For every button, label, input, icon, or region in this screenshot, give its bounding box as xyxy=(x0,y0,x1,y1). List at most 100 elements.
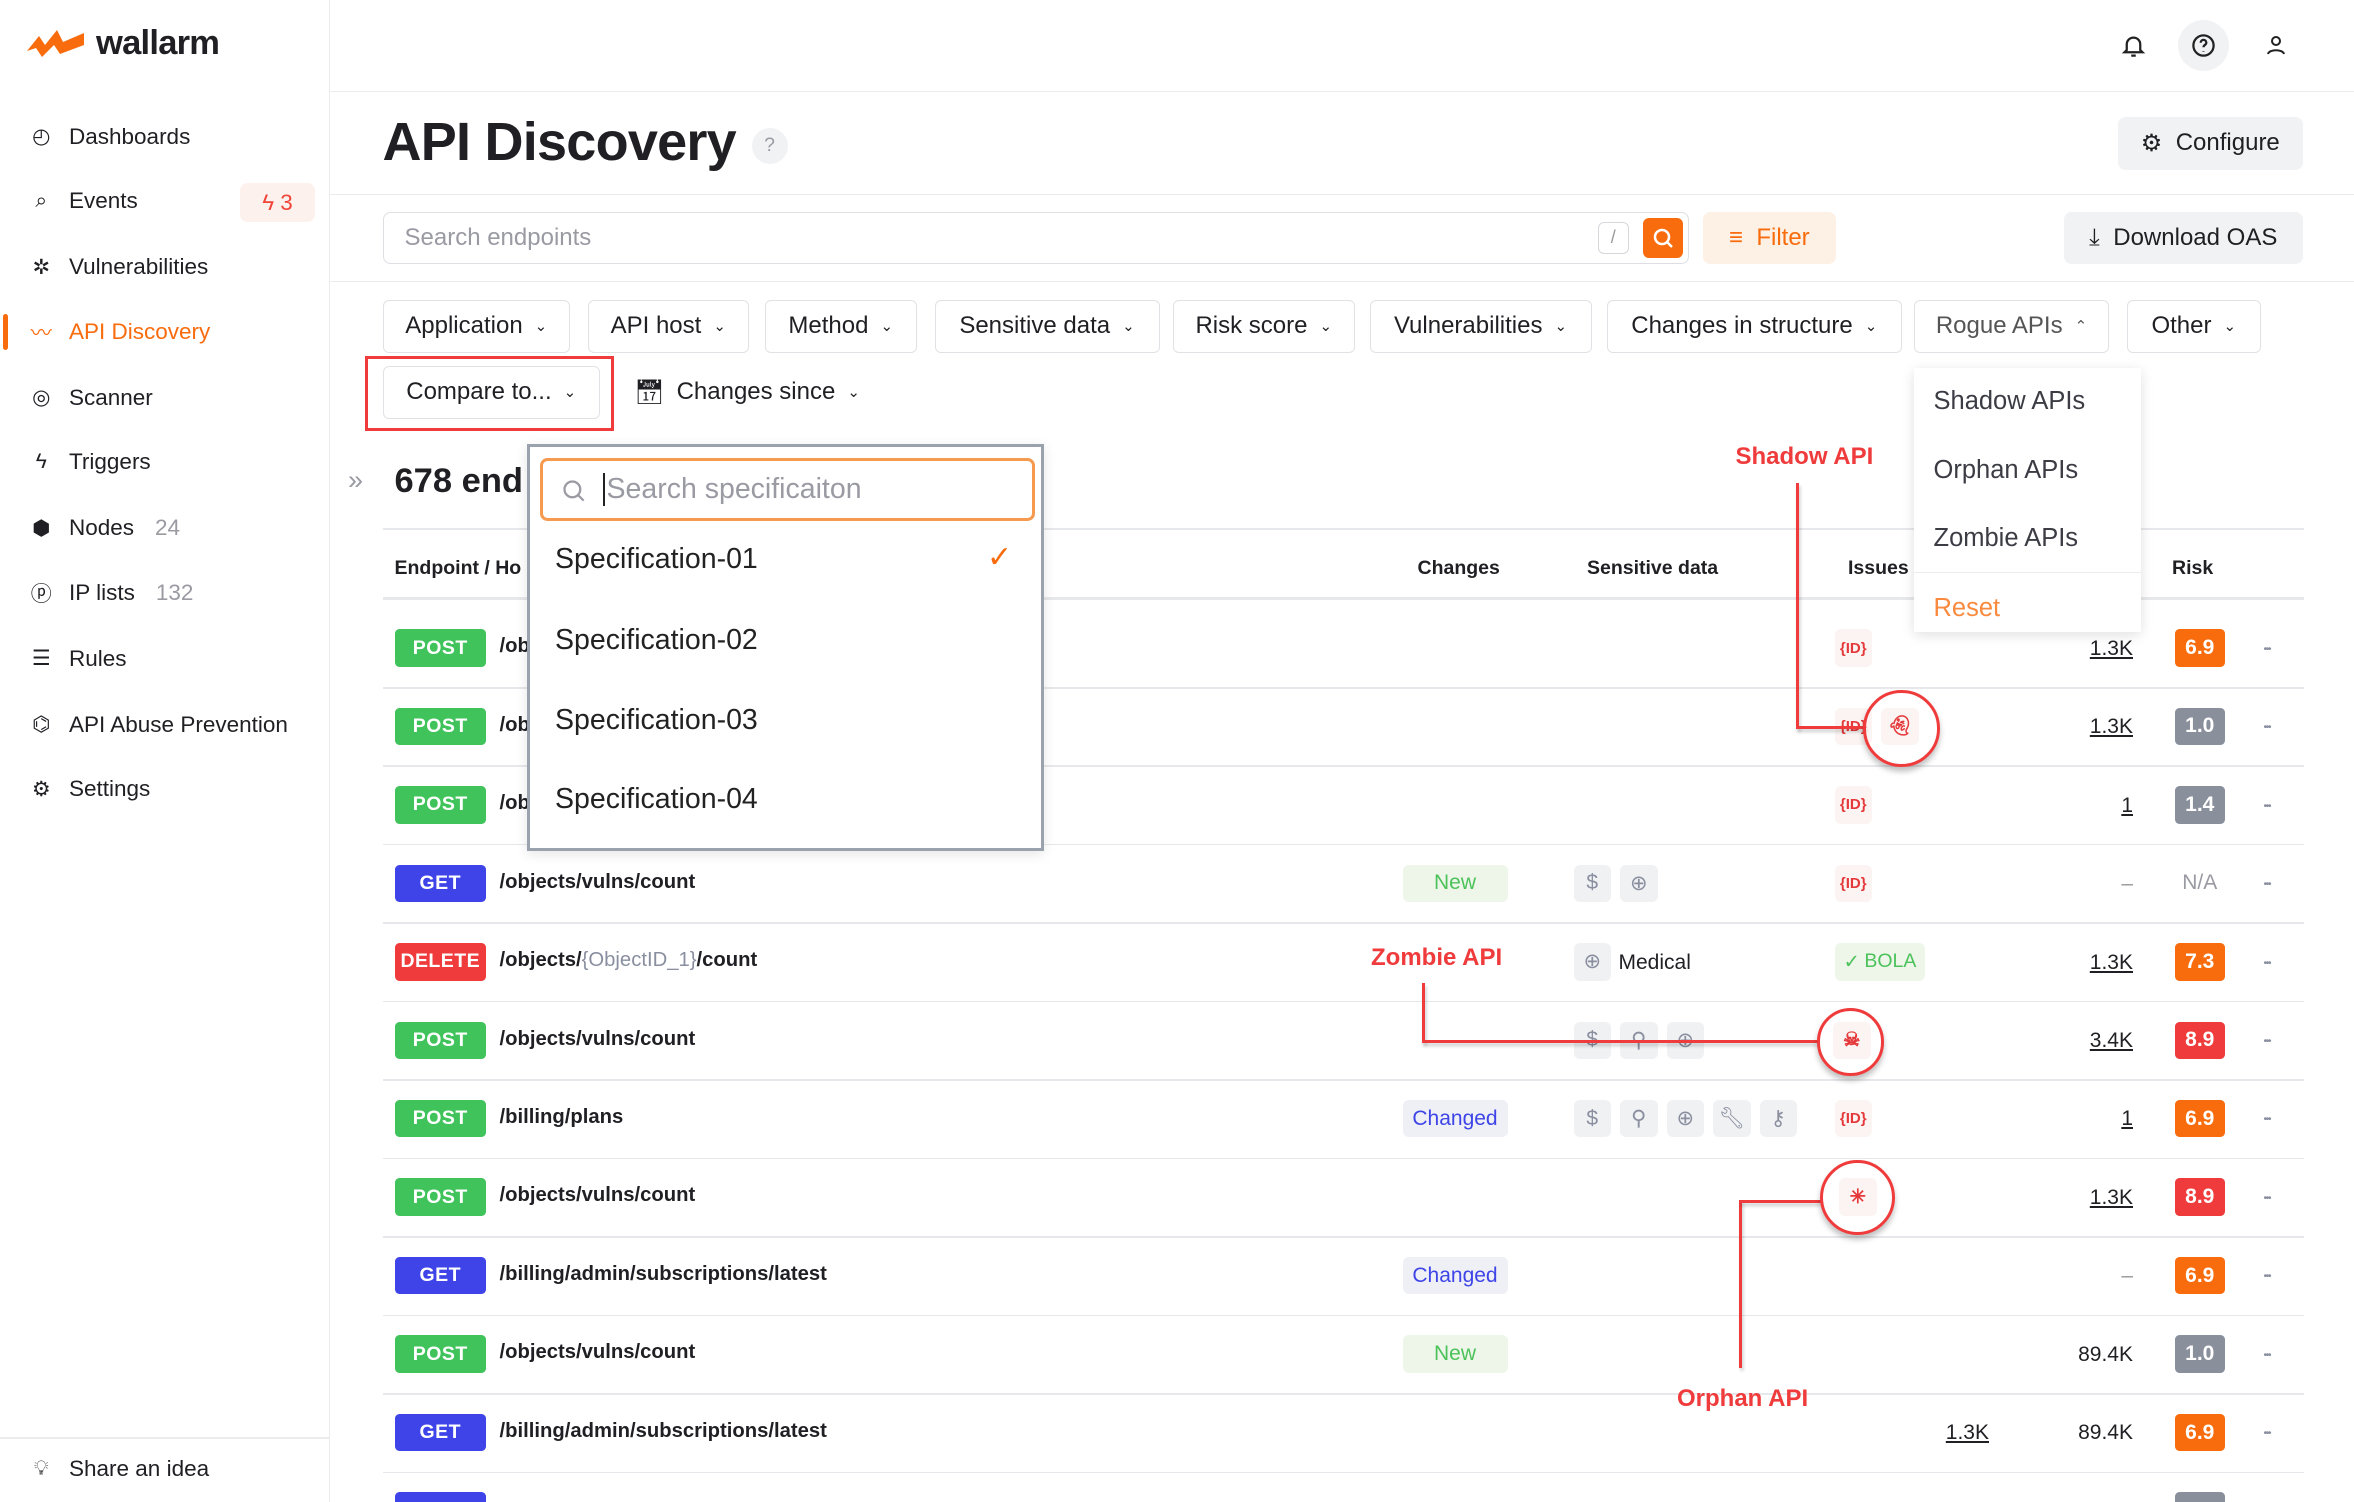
expand-icon[interactable]: » xyxy=(348,465,364,495)
search-specification-input[interactable]: Search specificaiton xyxy=(540,457,1035,521)
download-oas-button[interactable]: ⤓Download OAS xyxy=(2064,211,2303,264)
filter-other[interactable]: Other⌄ xyxy=(2127,300,2261,353)
header-sensitive[interactable]: Sensitive data xyxy=(1587,556,1719,579)
sidebar-item-rules[interactable]: ☰Rules xyxy=(0,632,329,686)
filter-application[interactable]: Application⌄ xyxy=(382,300,570,353)
endpoint-path[interactable]: /ob xyxy=(499,792,530,815)
configure-button[interactable]: ⚙Configure xyxy=(2118,117,2303,170)
more-actions-icon[interactable]: ••• xyxy=(2263,1427,2272,1440)
endpoint-path[interactable]: /ob xyxy=(499,713,530,736)
id-issue-icon[interactable]: {ID} xyxy=(1834,786,1872,824)
more-actions-icon[interactable]: ••• xyxy=(2263,1191,2272,1204)
spec-option[interactable]: Specification-03 xyxy=(555,703,758,736)
spec-option[interactable]: Specification-02 xyxy=(555,624,758,656)
sidebar-item-api-discovery[interactable]: 〰API Discovery xyxy=(0,305,329,359)
hit-count[interactable]: 1.3K xyxy=(2089,950,2133,974)
reset-button[interactable]: Reset xyxy=(1933,594,2001,622)
header-changes[interactable]: Changes xyxy=(1417,556,1500,579)
sidebar-item-settings[interactable]: ⚙Settings xyxy=(0,762,329,816)
id-issue-icon[interactable]: {ID} xyxy=(1834,1099,1872,1138)
endpoint-path[interactable]: /billing/plans xyxy=(499,1105,624,1128)
header-issues[interactable]: Issues xyxy=(1848,556,1909,579)
search-button[interactable] xyxy=(1642,217,1683,258)
risk-score: 1.4 xyxy=(2175,786,2225,824)
sidebar-item-api-abuse-prevention[interactable]: ⌬API Abuse Prevention xyxy=(0,698,329,752)
download-icon: ⤓ xyxy=(2089,223,2100,251)
search-endpoints-input[interactable]: Search endpoints xyxy=(382,211,1689,264)
more-actions-icon[interactable]: ••• xyxy=(2263,1113,2272,1126)
more-actions-icon[interactable]: ••• xyxy=(2263,878,2272,891)
endpoint-path[interactable]: /objects/vulns/count xyxy=(499,1341,696,1364)
hit-count[interactable]: 1 xyxy=(2121,1107,2133,1131)
header-risk[interactable]: Risk xyxy=(2172,556,2214,579)
more-actions-icon[interactable]: ••• xyxy=(2263,642,2272,655)
table-row[interactable]: DELETE/objects/{ObjectID_1}/count⊕Medica… xyxy=(0,924,2354,1003)
table-row[interactable]: POST/objects/vulns/count$⚲⊕☠3.4K8.9••• xyxy=(0,1003,2354,1081)
help-icon[interactable] xyxy=(2178,19,2229,71)
sidebar-item-scanner[interactable]: ◎Scanner xyxy=(0,371,329,425)
endpoint-path[interactable]: /objects/vulns/count xyxy=(499,870,696,893)
filter-rogue-apis[interactable]: Rogue APIs⌃ xyxy=(1914,300,2109,353)
filter-label: Method xyxy=(788,312,869,340)
sidebar-item-vulnerabilities[interactable]: ✲Vulnerabilities xyxy=(0,240,329,294)
compare-to-dropdown[interactable]: Compare to...⌄ xyxy=(382,366,600,419)
title-help-icon[interactable]: ? xyxy=(751,127,788,164)
filter-api-host[interactable]: API host⌄ xyxy=(588,300,749,353)
hit-count[interactable]: 1.3K xyxy=(2089,636,2133,660)
share-idea-button[interactable]: 💡︎ Share an idea xyxy=(0,1442,329,1496)
more-actions-icon[interactable]: ••• xyxy=(2263,1348,2272,1361)
endpoint-path[interactable]: /objects/vulns/count xyxy=(499,1184,696,1207)
logo[interactable]: wallarm xyxy=(27,24,220,63)
spec-option[interactable]: Specification-04 xyxy=(555,783,758,815)
hit-count[interactable]: 1.3K xyxy=(2089,715,2133,739)
endpoint-path[interactable]: /ob xyxy=(499,635,530,658)
notifications-bell-icon[interactable] xyxy=(2108,20,2159,71)
id-issue-icon[interactable]: {ID} xyxy=(1834,864,1872,903)
vulnerability-badge[interactable]: ✓BOLA xyxy=(1834,943,1926,981)
hit-count[interactable]: 1 xyxy=(2121,793,2133,817)
hit-count[interactable]: 3.4K xyxy=(2089,1029,2133,1052)
menu-item-zombie-apis[interactable]: Zombie APIs xyxy=(1933,523,2079,552)
changes-since-dropdown[interactable]: 📅︎Changes since⌄ xyxy=(627,366,867,419)
filter-vulnerabilities[interactable]: Vulnerabilities⌄ xyxy=(1369,300,1592,353)
filter-changes-in-structure[interactable]: Changes in structure⌄ xyxy=(1606,300,1902,353)
table-row[interactable]: POST/ob{ID}👻︎1.3K1.0••• xyxy=(0,689,2354,767)
pulse-icon: 〰 xyxy=(30,321,52,345)
filter-sensitive-data[interactable]: Sensitive data⌄ xyxy=(934,300,1160,353)
endpoint-path[interactable]: /objects/vulns/count xyxy=(499,1027,696,1050)
filter-button[interactable]: ≡Filter xyxy=(1702,211,1836,264)
filter-method[interactable]: Method⌄ xyxy=(765,300,917,353)
spec-option[interactable]: Specification-01 xyxy=(555,543,758,575)
sidebar-item-dashboards[interactable]: ◴Dashboards xyxy=(0,110,329,164)
more-actions-icon[interactable]: ••• xyxy=(2263,1035,2272,1047)
table-row[interactable]: GET xyxy=(0,1473,2354,1502)
more-actions-icon[interactable]: ••• xyxy=(2263,956,2272,969)
id-issue-icon[interactable]: {ID} xyxy=(1834,629,1872,667)
menu-item-shadow-apis[interactable]: Shadow APIs xyxy=(1933,387,2086,415)
more-actions-icon[interactable]: ••• xyxy=(2263,799,2272,812)
endpoint-path[interactable]: /objects/{ObjectID_1}/count xyxy=(500,949,758,972)
user-profile-icon[interactable] xyxy=(2250,20,2301,71)
dashboard-icon: ◴ xyxy=(32,125,51,148)
more-actions-icon[interactable]: ••• xyxy=(2263,1270,2272,1283)
hit-count[interactable]: 1.3K xyxy=(2089,1185,2133,1209)
extra-count[interactable]: 1.3K xyxy=(1945,1421,1989,1445)
header-endpoint[interactable]: Endpoint / Ho xyxy=(394,556,522,579)
endpoint-path[interactable]: /billing/admin/subscriptions/latest xyxy=(499,1419,827,1442)
menu-item-orphan-apis[interactable]: Orphan APIs xyxy=(1933,456,2079,484)
endpoint-path[interactable]: /billing/admin/subscriptions/latest xyxy=(499,1262,827,1285)
more-actions-icon[interactable]: ••• xyxy=(2263,721,2272,734)
filter-risk-score[interactable]: Risk score⌄ xyxy=(1173,300,1355,353)
